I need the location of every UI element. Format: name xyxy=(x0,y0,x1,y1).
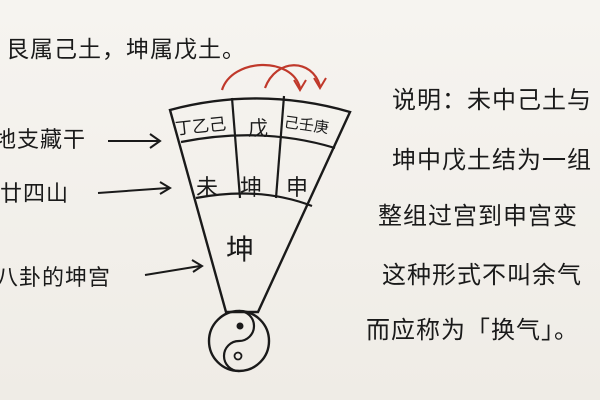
note-line-4: 这种形式不叫余气 xyxy=(382,261,582,289)
yin-yang-icon xyxy=(207,309,271,373)
fan-cell-hidden-stems-wei: 丁乙己 xyxy=(174,114,228,140)
label-hidden-stems: 地支藏干 xyxy=(0,128,87,153)
arrow-palace xyxy=(144,259,204,276)
transfer-arc-2 xyxy=(263,64,322,89)
label-palace: 八卦的坤宫 xyxy=(0,266,112,291)
fan-col-divider-2 xyxy=(274,95,286,199)
arrow-mountains xyxy=(97,181,172,195)
fan-row-divider-1 xyxy=(180,134,336,150)
note-line-2: 坤中戊土结为一组 xyxy=(392,146,592,174)
title-text: 艮属己土，坤属戊土。 xyxy=(6,37,246,63)
fan-cell-mountain-kun: 坤 xyxy=(240,176,263,201)
fan-outline xyxy=(168,97,352,314)
transfer-arc-1 xyxy=(220,63,302,91)
fan-col-divider-1 xyxy=(230,97,242,199)
fan-cell-mountain-wei: 未 xyxy=(196,176,219,201)
note-line-3: 整组过宫到申宫变 xyxy=(378,202,578,230)
arc-arrowhead-2 xyxy=(313,77,327,90)
fan-palace-label: 坤 xyxy=(226,233,255,266)
fan-row-divider-2 xyxy=(195,192,313,208)
note-line-5: 而应称为「换气」。 xyxy=(366,316,579,344)
arc-arrowhead-1 xyxy=(293,79,307,92)
label-mountains: 廿四山 xyxy=(0,182,70,207)
note-line-1: 说明：未中己土与 xyxy=(392,86,592,114)
arrow-hidden-stems xyxy=(108,133,162,149)
fan-cell-mountain-shen: 申 xyxy=(286,176,309,201)
fan-cell-hidden-stems-kun: 戊 xyxy=(248,116,268,140)
